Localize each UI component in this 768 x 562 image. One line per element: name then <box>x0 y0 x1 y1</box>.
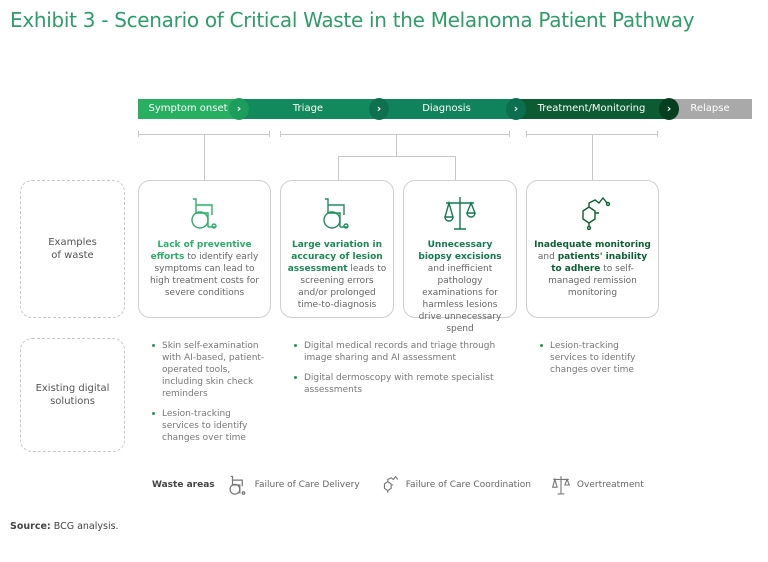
bracket <box>280 134 510 135</box>
legend-title: Waste areas <box>152 480 215 490</box>
molecule-icon <box>581 196 610 231</box>
divider <box>657 131 658 137</box>
stage-label: Diagnosis <box>422 103 471 114</box>
wheelchair-icon <box>323 198 349 229</box>
row-label-examples-of-waste: Examples of waste <box>20 180 125 318</box>
card-highlight: Large variation in accuracy of lesion as… <box>287 240 383 274</box>
stage-treatment: Treatment/Monitoring <box>515 99 668 119</box>
waste-card-variation: Large variation in accuracy of lesion as… <box>280 180 394 318</box>
source-note: Source: BCG analysis. <box>10 521 119 532</box>
connector <box>592 134 593 180</box>
waste-card-biopsy: Unnecessary biopsy excisions and ineffic… <box>403 180 517 334</box>
card-highlight: Inadequate monitoring <box>534 240 651 250</box>
legend-item: Failure of Care Delivery <box>254 480 360 490</box>
divider <box>509 131 510 137</box>
stage-label: Relapse <box>690 103 730 114</box>
solution-item: Skin self-examination with AI-based, pat… <box>150 340 270 400</box>
scale-icon <box>444 197 477 230</box>
solutions-symptom-onset: Skin self-examination with AI-based, pat… <box>150 340 270 452</box>
connector <box>204 134 205 180</box>
legend-item: Failure of Care Coordination <box>405 480 531 490</box>
connector <box>396 134 397 156</box>
row-label: Existing digital solutions <box>35 383 110 407</box>
solution-item: Lesion-tracking services to identify cha… <box>150 408 270 444</box>
source-label: Source: <box>10 521 51 532</box>
stage-label: Treatment/Monitoring <box>537 103 646 114</box>
solutions-triage-diagnosis: Digital medical records and triage throu… <box>292 340 502 404</box>
card-text: to self-managed remission monitoring <box>548 264 637 298</box>
legend: Waste areas Failure of Care Delivery Fai… <box>152 474 644 496</box>
stage-diagnosis: Diagnosis <box>378 99 515 119</box>
solution-item: Lesion-tracking services to identify cha… <box>538 340 638 376</box>
connector <box>455 156 456 180</box>
scale-icon <box>551 476 571 495</box>
connector <box>338 156 455 157</box>
source-text: BCG analysis. <box>50 521 119 532</box>
connector <box>338 156 339 180</box>
stage-symptom-onset: Symptom onset <box>138 99 238 119</box>
wheelchair-icon <box>190 198 217 229</box>
solution-item: Digital medical records and triage throu… <box>292 340 502 364</box>
card-text: and <box>537 252 558 262</box>
stage-label: Triage <box>292 103 324 114</box>
divider <box>280 131 281 137</box>
chevron-right-icon: › <box>369 98 389 120</box>
card-highlight: Unnecessary biopsy excisions <box>418 240 502 262</box>
card-text: to identify early symptoms can lead to h… <box>149 252 260 298</box>
chevron-right-icon: › <box>506 98 526 120</box>
molecule-icon <box>383 475 398 493</box>
divider <box>138 131 139 137</box>
stage-label: Symptom onset <box>148 103 228 114</box>
chevron-right-icon: › <box>659 98 679 120</box>
divider <box>526 131 527 137</box>
stage-triage: Triage <box>238 99 378 119</box>
card-highlight: Lack of preventive efforts <box>150 240 252 262</box>
card-text: and inefficient pathology examinations f… <box>418 264 502 334</box>
chevron-right-icon: › <box>229 98 249 120</box>
waste-card-monitoring: Inadequate monitoring and patients' inab… <box>526 180 659 318</box>
card-text: leads to screening errors and/or prolong… <box>297 264 387 310</box>
waste-card-preventive: Lack of preventive efforts to identify e… <box>138 180 271 318</box>
stage-relapse: Relapse <box>668 99 752 119</box>
solutions-treatment: Lesion-tracking services to identify cha… <box>538 340 638 384</box>
row-label: Examples of waste <box>48 237 97 261</box>
exhibit-title: Exhibit 3 - Scenario of Critical Waste i… <box>10 8 695 32</box>
wheelchair-icon <box>229 475 245 495</box>
legend-item: Overtreatment <box>576 480 644 490</box>
solution-item: Digital dermoscopy with remote specialis… <box>292 372 502 396</box>
card-highlight: patients' inability to adhere <box>551 252 648 274</box>
divider <box>269 131 270 137</box>
row-label-digital-solutions: Existing digital solutions <box>20 338 125 452</box>
